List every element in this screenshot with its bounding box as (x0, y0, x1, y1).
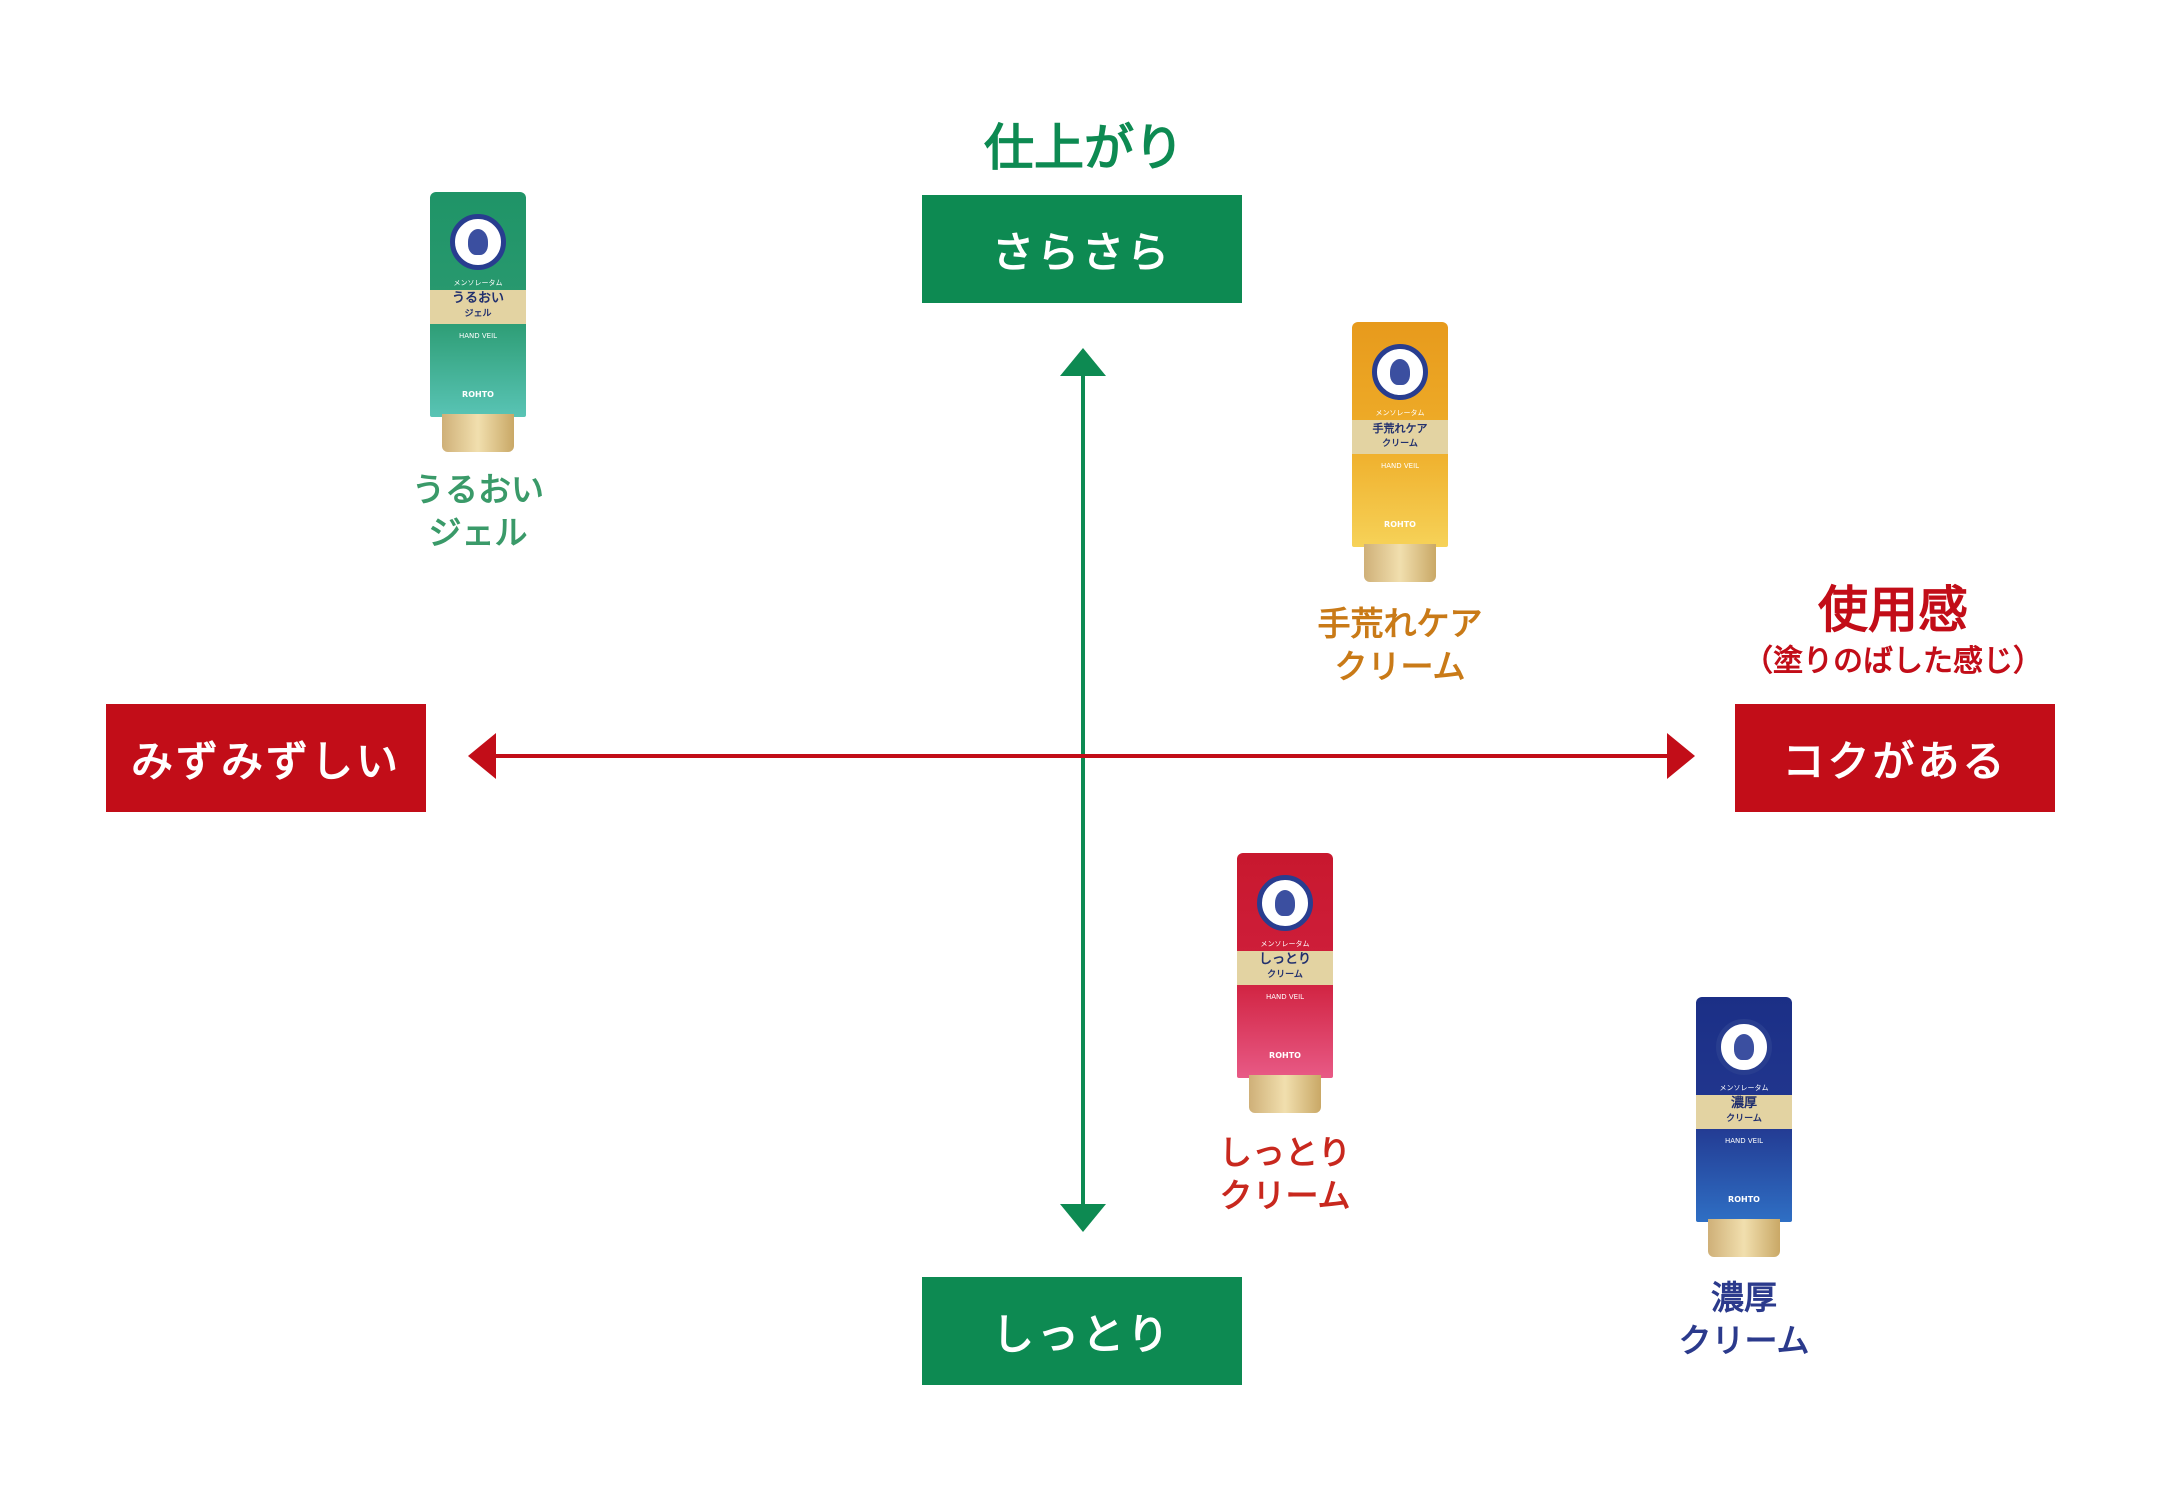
right-arrowhead (1667, 733, 1695, 779)
top-label-box: さらさら (922, 195, 1242, 303)
product-tube-hand-care-cream: メンソレータム 手荒れケアクリーム HAND VEIL ROHTO (1352, 322, 1448, 582)
product-tube-uruoi-gel: メンソレータム うるおいジェル HAND VEIL ROHTO (430, 192, 526, 452)
left-label-box: みずみずしい (106, 704, 426, 812)
vertical-axis-title: 仕上がり (984, 119, 1184, 177)
mentholatum-logo-icon (1372, 344, 1428, 400)
bottom-label-box: しっとり (922, 1277, 1242, 1385)
mentholatum-logo-icon (1716, 1019, 1772, 1075)
horizontal-axis-subtitle: （塗りのばした感じ） (1743, 644, 2043, 679)
product-label-rich-cream: 濃厚クリーム (1678, 1278, 1810, 1360)
product-label-shittori-cream: しっとりクリーム (1219, 1133, 1351, 1215)
mentholatum-logo-icon (450, 214, 506, 270)
up-arrowhead (1060, 348, 1106, 376)
product-tube-rich-cream: メンソレータム 濃厚クリーム HAND VEIL ROHTO (1696, 997, 1792, 1257)
horizontal-axis-title: 使用感 (1818, 581, 1968, 639)
down-arrowhead (1060, 1204, 1106, 1232)
right-label-box: コクがある (1735, 704, 2055, 812)
product-label-uruoi-gel: うるおいジェル (412, 470, 544, 552)
mentholatum-logo-icon (1257, 875, 1313, 931)
product-tube-shittori-cream: メンソレータム しっとりクリーム HAND VEIL ROHTO (1237, 853, 1333, 1113)
product-label-hand-care-cream: 手荒れケアクリーム (1317, 604, 1483, 686)
left-arrowhead (468, 733, 496, 779)
